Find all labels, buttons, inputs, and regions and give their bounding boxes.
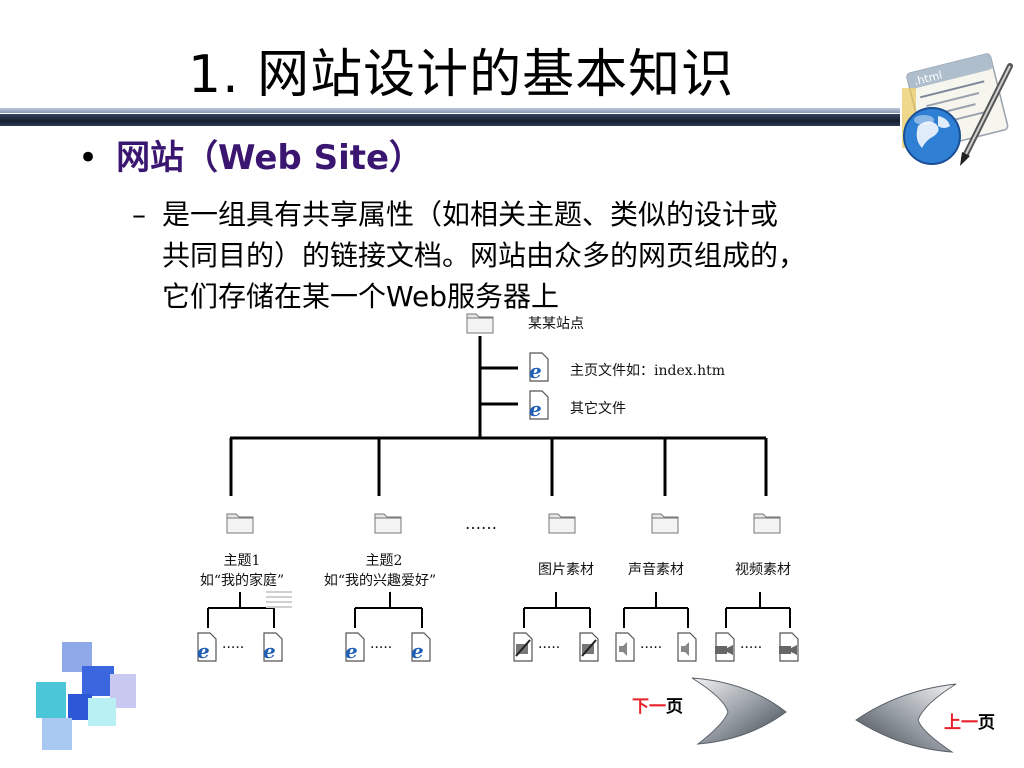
next-page-button[interactable]: 下一页 [628,672,792,750]
folders-ellipsis: …… [465,514,497,533]
deco-square [82,666,114,696]
bullet-website-text: 网站（Web Site） [116,138,424,178]
title-bar-highlight [0,108,900,113]
slide-title: 1. 网站设计的基本知识 [188,45,735,105]
ie-doc-icon: e [529,390,549,420]
folder-icon [374,513,402,534]
ie-doc-icon: e [411,632,431,662]
files-ellipsis: ····· [222,640,245,656]
subfolder-sublabel: 如“我的兴趣爱好” [323,573,437,589]
deco-square [36,682,66,718]
folder-icon [651,513,679,534]
bullet-website: • 网站（Web Site） [78,136,423,180]
svg-text:e: e [411,639,424,662]
ie-doc-icon: e [263,632,283,662]
files-ellipsis: ····· [740,640,763,656]
subfolder-label: 图片素材 [538,562,594,578]
files-ellipsis: ····· [370,640,393,656]
folder-icon [753,513,781,534]
ie-doc-icon: e [529,352,549,382]
sound-doc-icon [677,632,697,662]
ie-doc-icon: e [197,632,217,662]
svg-text:e: e [263,639,276,662]
video-doc-icon [715,632,735,662]
right-arrow-icon [691,677,787,745]
svg-text:e: e [345,639,358,662]
sub-bullet-marker: – [132,198,146,231]
homepage-file-label: 主页文件如：index.htm [570,363,726,379]
files-ellipsis: ····· [640,640,663,656]
subfolder-label: 主题1 [223,553,261,569]
folder-icon [548,513,576,534]
subfolder-label: 声音素材 [628,562,684,578]
files-ellipsis: ····· [538,640,561,656]
left-arrow-icon [855,683,957,753]
next-page-label: 下一页 [632,697,683,717]
svg-text:e: e [197,639,210,662]
other-files-label: 其它文件 [570,401,626,417]
sub-bullet-text: 是一组具有共享属性（如相关主题、类似的设计或 共同目的）的链接文档。网站由众多的… [162,194,932,317]
ie-doc-icon: e [345,632,365,662]
svg-text:e: e [529,397,542,420]
deco-square [42,718,72,750]
bullet-marker: • [78,138,99,178]
deco-square [88,698,116,726]
sub-bullet-line: 是一组具有共享属性（如相关主题、类似的设计或 [162,198,779,231]
title-underline-bar [0,108,900,126]
folder-icon [226,513,254,534]
decorative-lines [266,591,292,608]
svg-text:e: e [529,359,542,382]
sound-doc-icon [615,632,635,662]
previous-page-label: 上一页 [944,713,995,733]
video-doc-icon [779,632,799,662]
subfolder-sublabel: 如“我的家庭” [199,573,285,589]
image-doc-icon [579,632,599,662]
image-doc-icon [513,632,533,662]
sub-bullet-line: 它们存储在某一个Web服务器上 [162,280,560,313]
root-folder-icon [466,313,494,334]
title-bar-shadow [0,114,900,126]
html-globe-logo-icon: .html [902,53,1013,166]
sub-bullet-line: 共同目的）的链接文档。网站由众多的网页组成的， [162,239,807,272]
root-site-label: 某某站点 [528,316,584,332]
previous-page-button[interactable]: 上一页 [852,680,1016,758]
subfolder-label: 主题2 [365,553,403,569]
subfolder-label: 视频素材 [735,562,791,578]
decorative-squares [0,630,160,768]
